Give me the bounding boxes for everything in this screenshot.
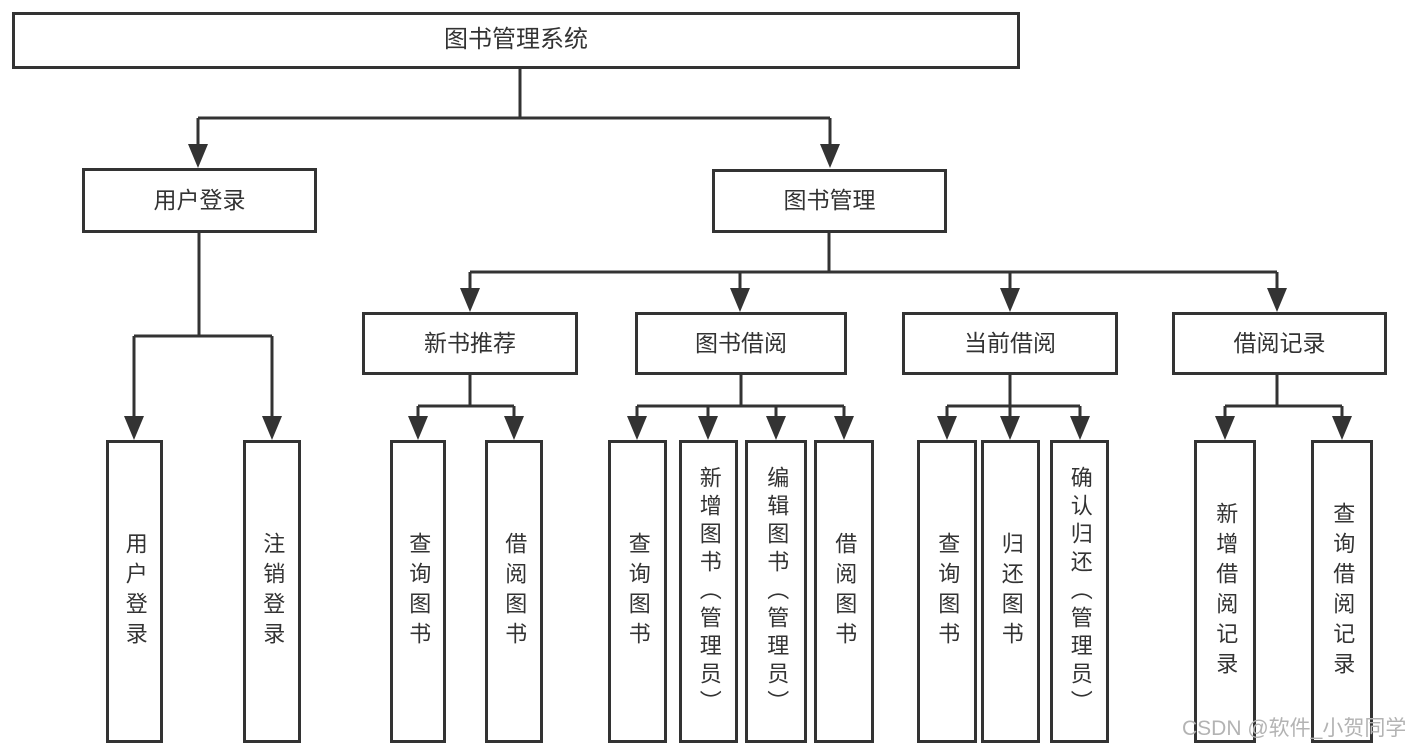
- leaf-borrow-books-recommend: 借阅图书: [485, 440, 543, 743]
- leaf-edit-books-admin: 编辑图书（管理员）: [745, 440, 807, 743]
- leaf-logout: 注销登录: [243, 440, 301, 743]
- leaf-borrow-books: 借阅图书: [814, 440, 874, 743]
- node-root-title: 图书管理系统: [12, 12, 1020, 69]
- node-borrowing-records: 借阅记录: [1172, 312, 1387, 375]
- leaf-query-borrow-record: 查询借阅记录: [1311, 440, 1373, 743]
- csdn-watermark: CSDN @软件_小贺同学: [1182, 717, 1405, 740]
- leaf-query-books-borrow: 查询图书: [608, 440, 667, 743]
- leaf-query-books-current: 查询图书: [917, 440, 977, 743]
- node-new-book-recommend: 新书推荐: [362, 312, 578, 375]
- leaf-query-books-recommend: 查询图书: [390, 440, 446, 743]
- node-book-management: 图书管理: [712, 169, 947, 233]
- leaf-add-books-admin: 新增图书（管理员）: [679, 440, 738, 743]
- leaf-confirm-return-admin: 确认归还（管理员）: [1050, 440, 1109, 743]
- node-book-borrowing: 图书借阅: [635, 312, 847, 375]
- leaf-return-books: 归还图书: [981, 440, 1040, 743]
- leaf-add-borrow-record: 新增借阅记录: [1194, 440, 1256, 743]
- arrowheads: [124, 144, 1352, 440]
- node-user-login: 用户登录: [82, 168, 317, 233]
- node-current-borrowing: 当前借阅: [902, 312, 1118, 375]
- connector-stems: [132, 69, 1344, 418]
- leaf-user-login: 用户登录: [106, 440, 163, 743]
